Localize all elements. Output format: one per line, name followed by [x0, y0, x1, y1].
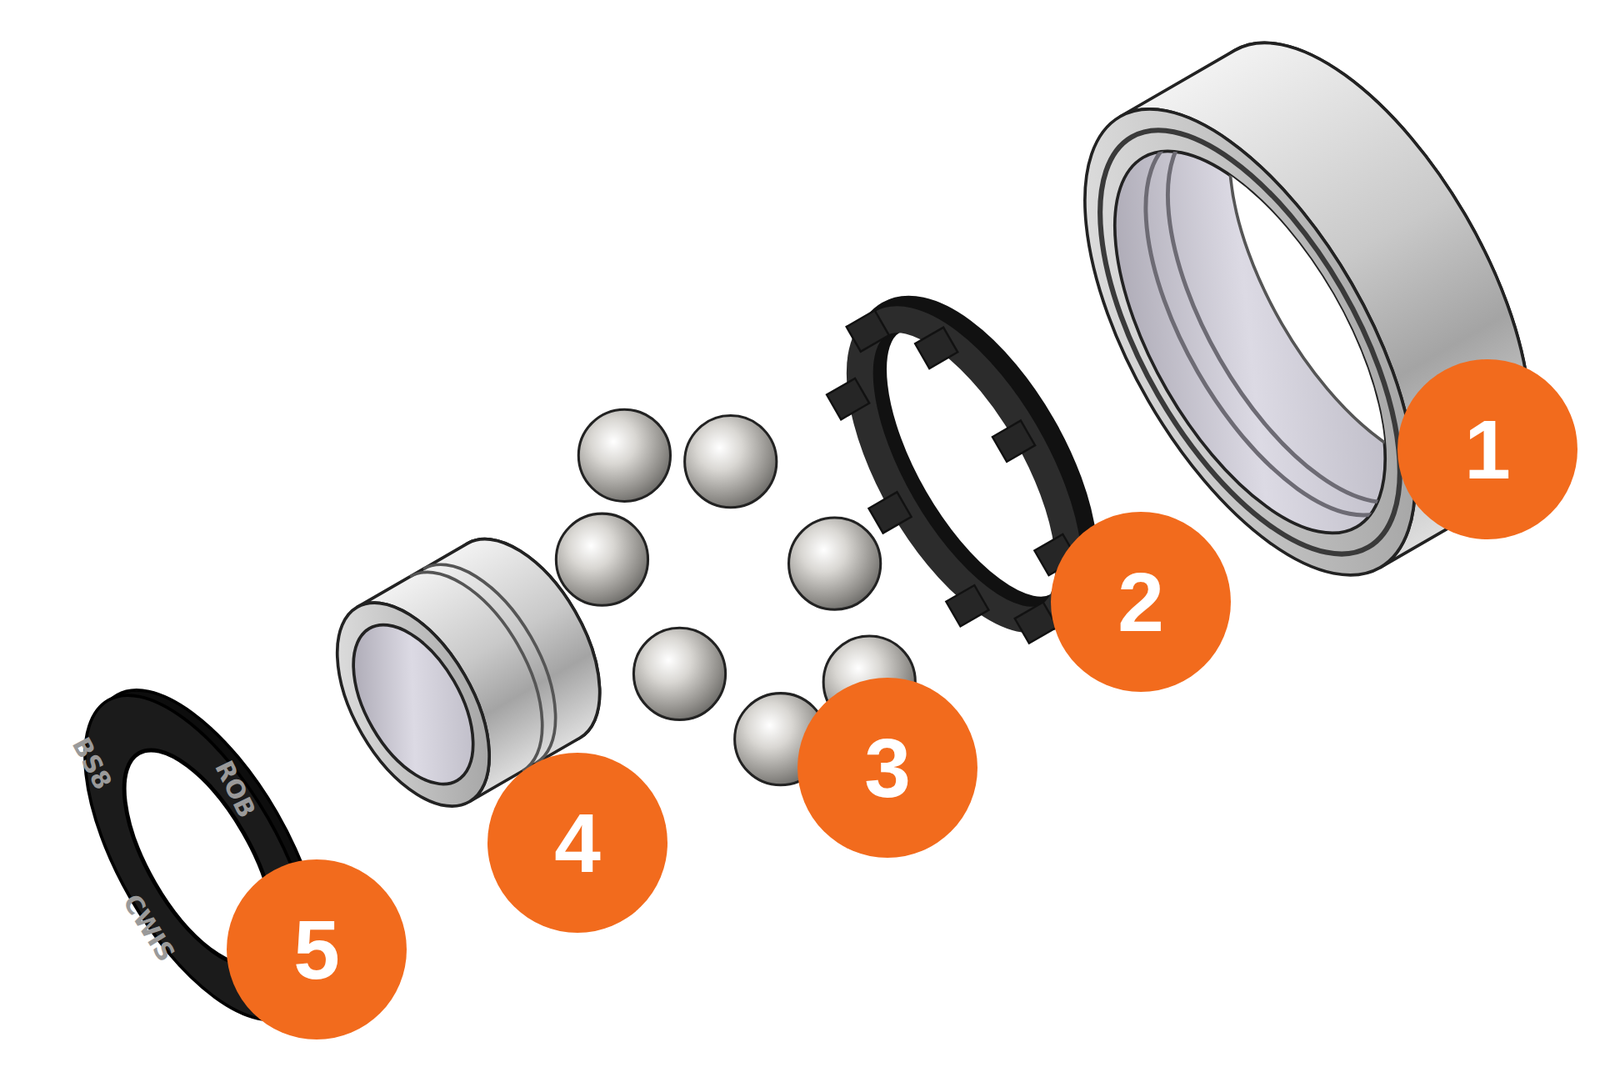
- seal-print: CWIS: [119, 890, 180, 965]
- callout-number: 1: [1464, 407, 1511, 491]
- callout-circle: 3: [797, 677, 978, 858]
- callout-number: 5: [293, 907, 340, 991]
- callout-circle: 2: [1050, 511, 1231, 692]
- callout-number: 4: [554, 800, 601, 885]
- callout-number: 3: [864, 725, 911, 810]
- callout-circle: 4: [487, 752, 668, 933]
- callout-number: 2: [1117, 560, 1165, 644]
- callout-circle: 1: [1397, 359, 1578, 540]
- seal-print: ROB: [210, 756, 260, 821]
- callout-circle: 5: [226, 859, 407, 1040]
- seal-print: BS8: [68, 733, 116, 794]
